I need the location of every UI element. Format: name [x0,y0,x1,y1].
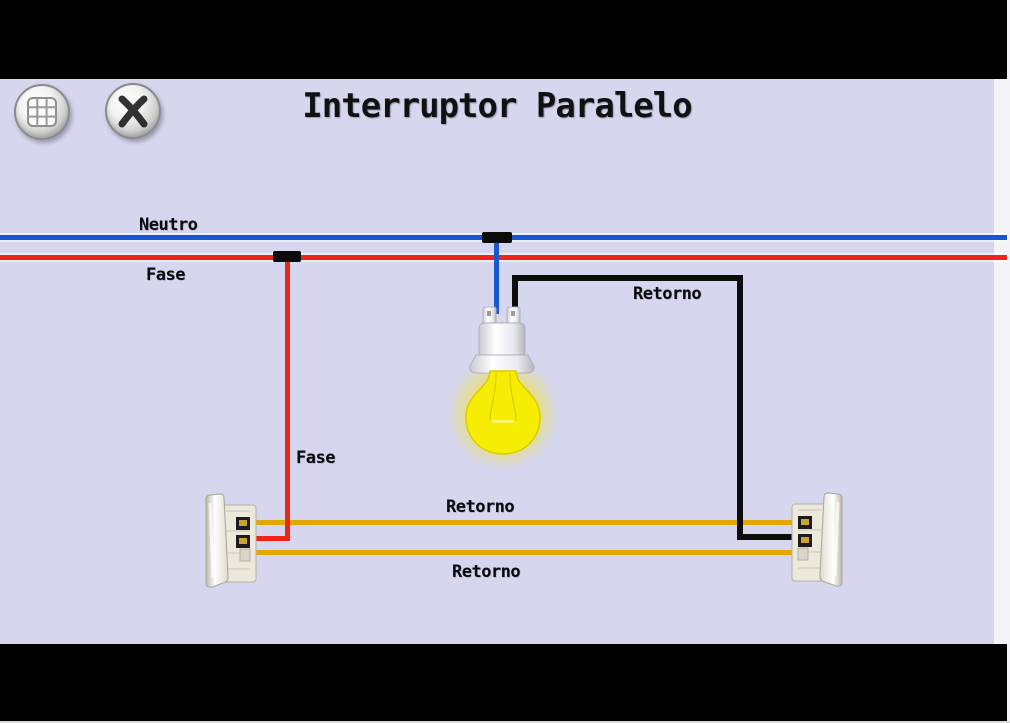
lamp-bulb [447,306,559,470]
close-button[interactable] [105,83,161,139]
lamp-return-wire-run [512,275,743,281]
neutral-junction-marker [482,232,512,243]
bottom-letterbox-bar [0,644,1007,722]
label-retorno-traveler-top: Retorno [446,497,515,517]
lamp-socket [469,306,535,374]
neutral-drop-wire [494,238,499,314]
label-fase-switch: Fase [296,448,335,468]
lamp-return-wire-riser [512,278,518,314]
switch-terminal-bottom [797,547,809,561]
grid-icon [27,97,57,127]
traveler-wire-top [253,520,793,525]
phase-junction-marker [273,251,301,262]
lamp-return-wire-tail [737,534,798,540]
close-x-icon [118,95,148,128]
menu-grid-button[interactable] [14,84,70,140]
switch-right[interactable] [782,492,852,588]
lamp-return-wire-drop [737,275,743,540]
switch-terminal-bottom [239,548,251,562]
switch-left[interactable] [196,493,266,589]
bulb-glass [465,370,541,455]
label-neutro: Neutro [139,215,198,235]
label-retorno-traveler-bottom: Retorno [452,562,521,582]
label-fase-main: Fase [146,265,185,285]
bottom-edge-line [0,721,1010,723]
phase-wire-line [0,255,1007,260]
diagram-canvas: Neutro Fase Retorno Fase Retorno Retorno [0,79,1007,644]
phase-drop-wire [285,258,290,539]
traveler-wire-bottom [251,550,798,555]
page-title: Interruptor Paralelo [302,86,692,126]
phase-run-wire [252,536,290,541]
top-letterbox-bar [0,0,1007,79]
label-retorno-lamp: Retorno [633,284,702,304]
